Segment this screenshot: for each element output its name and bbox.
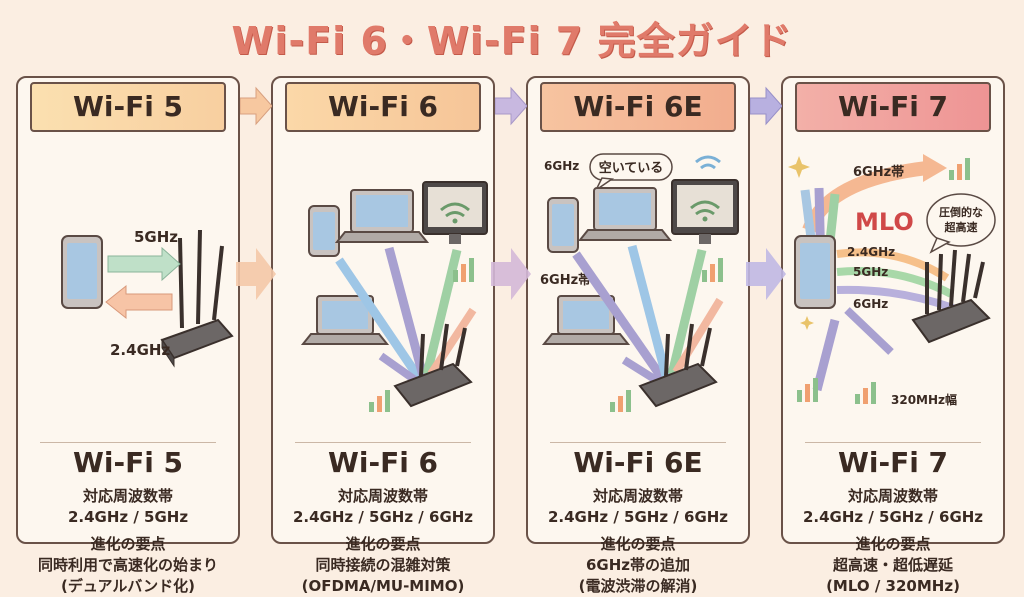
router-icon: [160, 229, 234, 368]
bubble-line2: 超高速: [944, 220, 978, 234]
speed-chart-icon: [797, 378, 876, 404]
speed-chart-icon: [610, 258, 723, 412]
wifi5-illustration: 5GHz 2.4GHz: [61, 228, 234, 368]
monitor-icon: [422, 181, 488, 244]
band-label-6ghz-side: 6GHz帯: [540, 272, 591, 288]
tablet-icon: [794, 235, 836, 309]
smartphone-icon: [308, 205, 340, 257]
divider: [295, 442, 471, 443]
point-line2: (OFDMA/MU-MIMO): [301, 577, 465, 595]
point-line2: (電波渋滞の解消): [578, 577, 698, 595]
point-line2: (MLO / 320MHz): [826, 577, 960, 595]
laptop-icon: [300, 295, 390, 345]
point-line1: 超高速・超低遅延: [832, 556, 953, 574]
point-line1: 同時利用で高速化の始まり: [37, 556, 218, 574]
wifi6-illustration: [300, 181, 488, 412]
monitor-icon: [671, 179, 739, 244]
smartphone-icon: [547, 197, 579, 253]
freq-value: 2.4GHz / 5GHz: [67, 508, 189, 526]
divider: [550, 442, 726, 443]
band-6ghz-arrow: [802, 154, 947, 233]
card-header: Wi-Fi 5: [30, 82, 226, 132]
card-header: Wi-Fi 6E: [540, 82, 736, 132]
header-arrow: [495, 86, 527, 126]
speech-bubble: 圧倒的な 超高速: [926, 193, 996, 254]
band-width-label: 320MHz幅: [891, 392, 957, 407]
card-header: Wi-Fi 7: [795, 82, 991, 132]
speed-chart-icon: [949, 158, 970, 180]
wifi7-illustration: 6GHz帯 MLO 圧倒的な 超高速 2.4GHz 5GHz: [788, 154, 996, 407]
point-label: 進化の要点: [90, 535, 166, 553]
freq-label: 対応周波数帯: [337, 487, 428, 505]
arrow-2-4ghz: [105, 284, 173, 320]
band-label-6ghz: 6GHz帯: [853, 164, 904, 180]
bubble-line1: 圧倒的な: [939, 205, 983, 219]
freq-value: 2.4GHz / 5GHz / 6GHz: [292, 508, 474, 526]
band-label-5ghz: 5GHz: [134, 228, 178, 246]
arrow-5ghz: [107, 246, 181, 282]
card-name: Wi-Fi 7: [837, 446, 949, 479]
tablet-icon: [61, 235, 103, 309]
band-label-2-4ghz: 2.4GHz: [110, 341, 170, 359]
page-title: Wi-Fi 6・Wi-Fi 7 完全ガイド: [231, 19, 793, 63]
card-header: Wi-Fi 6: [285, 82, 481, 132]
header-arrow: [750, 86, 782, 126]
router-icon: [911, 249, 991, 344]
speech-bubble: 空いている: [589, 153, 673, 191]
band-label-6ghz-b: 6GHz: [853, 297, 888, 311]
divider: [40, 442, 216, 443]
wifi-icon: [695, 155, 721, 170]
point-label: 進化の要点: [345, 535, 421, 553]
card-name: Wi-Fi 5: [72, 446, 184, 479]
mlo-label: MLO: [855, 208, 914, 236]
speed-chart-icon: [369, 258, 474, 412]
sparkle-icon: [788, 156, 814, 330]
freq-label: 対応周波数帯: [847, 487, 938, 505]
laptop-icon: [334, 189, 430, 243]
bubble-text: 空いている: [599, 160, 664, 176]
card-name: Wi-Fi 6: [327, 446, 439, 479]
router-icon: [638, 323, 718, 408]
signal-arrows: [572, 244, 724, 384]
card-name: Wi-Fi 6E: [573, 446, 703, 479]
band-label-2-4ghz: 2.4GHz: [847, 245, 895, 259]
signal-arrows: [335, 246, 477, 384]
upload-arrows: [812, 307, 894, 392]
point-label: 進化の要点: [855, 535, 931, 553]
header-arrow: [240, 86, 272, 126]
wifi6e-illustration: 6GHz 空いている 6GHz帯: [540, 153, 739, 412]
band-label-5ghz: 5GHz: [853, 265, 888, 279]
card-wifi7: Wi-Fi 7 6GHz帯 MLO 圧倒的な 超高速: [781, 76, 1005, 595]
laptop-icon: [541, 295, 631, 345]
point-line1: 6GHz帯の追加: [585, 556, 691, 574]
flow-arrow: [746, 248, 786, 300]
point-label: 進化の要点: [600, 535, 676, 553]
laptop-icon: [577, 187, 673, 241]
freq-value: 2.4GHz / 5GHz / 6GHz: [802, 508, 984, 526]
card-wifi5: Wi-Fi 5 5GHz 2.4GHz Wi-Fi 5 対応周波数帯 2.4GH…: [16, 76, 240, 595]
flow-arrow: [491, 248, 531, 300]
freq-value: 2.4GHz / 5GHz / 6GHz: [547, 508, 729, 526]
card-wifi6: Wi-Fi 6: [271, 76, 495, 595]
freq-label: 対応周波数帯: [82, 487, 173, 505]
divider: [805, 442, 981, 443]
point-line2: (デュアルバンド化): [60, 577, 195, 595]
flow-arrow: [236, 248, 276, 300]
router-icon: [393, 323, 473, 408]
freq-label: 対応周波数帯: [592, 487, 683, 505]
band-label-6ghz: 6GHz: [544, 159, 579, 173]
card-wifi6e: Wi-Fi 6E 6GHz 空いている 6GHz帯: [526, 76, 750, 595]
point-line1: 同時接続の混雑対策: [315, 556, 451, 574]
